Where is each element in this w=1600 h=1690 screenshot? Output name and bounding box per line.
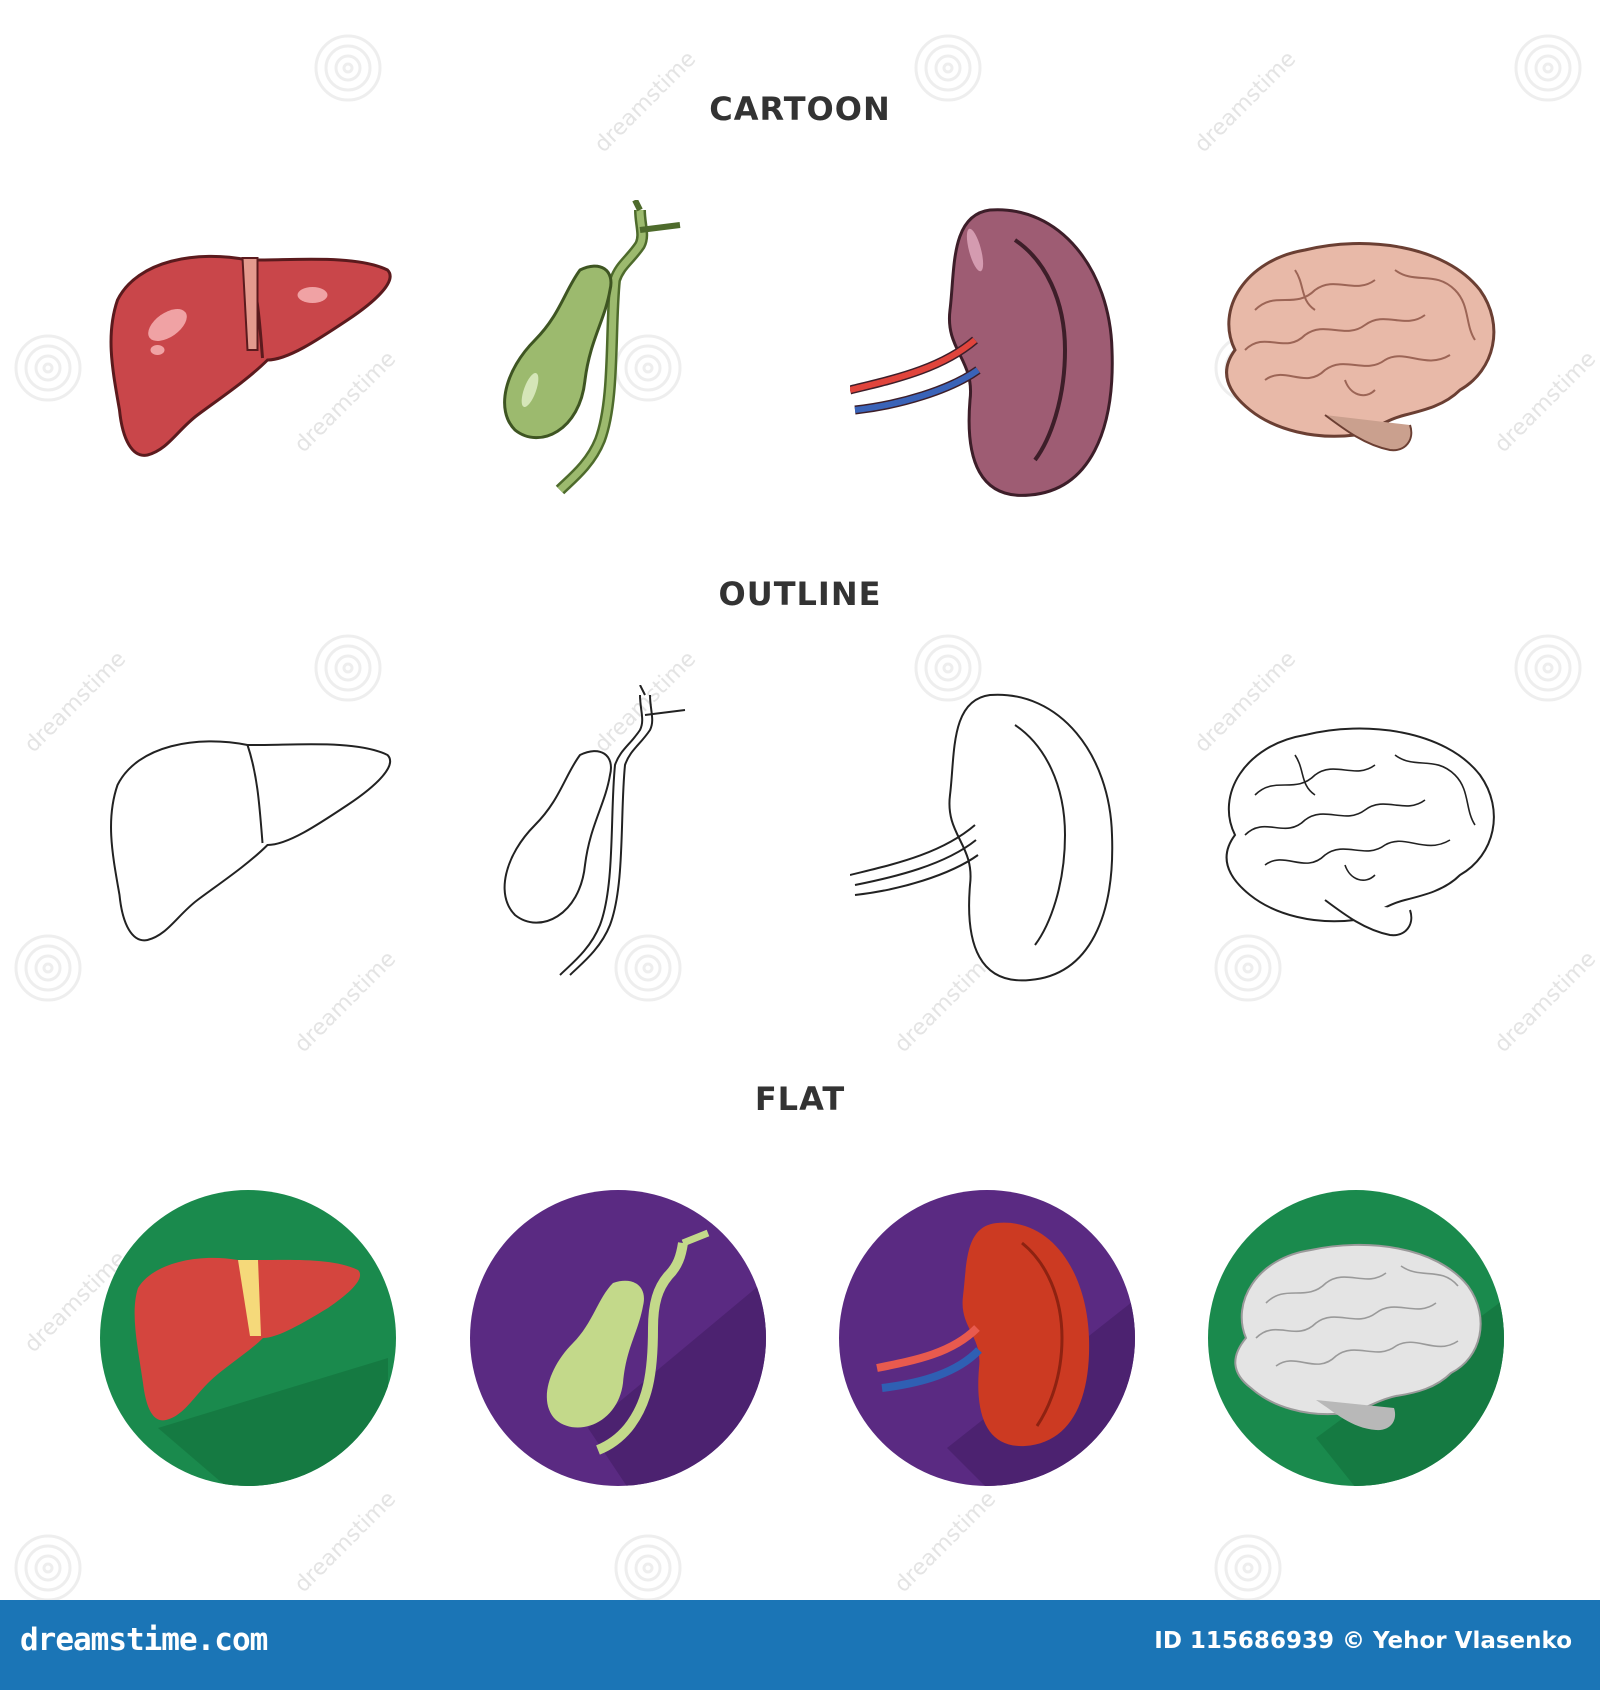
watermark-spiral-icon [1514, 634, 1582, 702]
watermark-spiral-icon [14, 334, 82, 402]
section-title-flat: FLAT [754, 1080, 846, 1118]
watermark-spiral-icon [314, 34, 382, 102]
liver-icon [95, 725, 400, 955]
kidney-icon [850, 685, 1120, 985]
brain-icon [1205, 715, 1505, 955]
watermark-text: dreamstime [1490, 946, 1600, 1058]
watermark-spiral-icon [1214, 934, 1282, 1002]
watermark-spiral-icon [914, 634, 982, 702]
brain-icon [1205, 230, 1505, 470]
gallbladder-icon [468, 1188, 768, 1488]
brain-icon [1206, 1188, 1506, 1488]
watermark-spiral-icon [1214, 1534, 1282, 1602]
watermark-text: dreamstime [290, 1486, 402, 1598]
footer-bar: dreamstime.com ID 115686939 © Yehor Vlas… [0, 1600, 1600, 1690]
footer-copyright: © Yehor Vlasenko [1341, 1628, 1572, 1654]
watermark-text: dreamstime [890, 1486, 1002, 1598]
section-title-cartoon: CARTOON [709, 90, 891, 128]
section-title-outline: OUTLINE [718, 575, 882, 613]
watermark-spiral-icon [314, 634, 382, 702]
watermark-spiral-icon [614, 1534, 682, 1602]
footer-credit: ID 115686939 © Yehor Vlasenko [1154, 1628, 1572, 1654]
liver-icon [98, 1188, 398, 1488]
gallbladder-icon [490, 685, 740, 985]
watermark-text: dreamstime [1490, 346, 1600, 458]
kidney-icon [850, 200, 1120, 500]
watermark-spiral-icon [14, 934, 82, 1002]
gallbladder-icon [490, 200, 740, 500]
watermark-spiral-icon [614, 934, 682, 1002]
watermark-text: dreamstime [290, 946, 402, 1058]
watermark-spiral-icon [14, 1534, 82, 1602]
footer-id: ID 115686939 [1154, 1628, 1334, 1654]
footer-brand[interactable]: dreamstime.com [20, 1622, 268, 1658]
liver-icon [95, 240, 400, 470]
watermark-spiral-icon [914, 34, 982, 102]
watermark-spiral-icon [1514, 34, 1582, 102]
kidney-icon [837, 1188, 1137, 1488]
